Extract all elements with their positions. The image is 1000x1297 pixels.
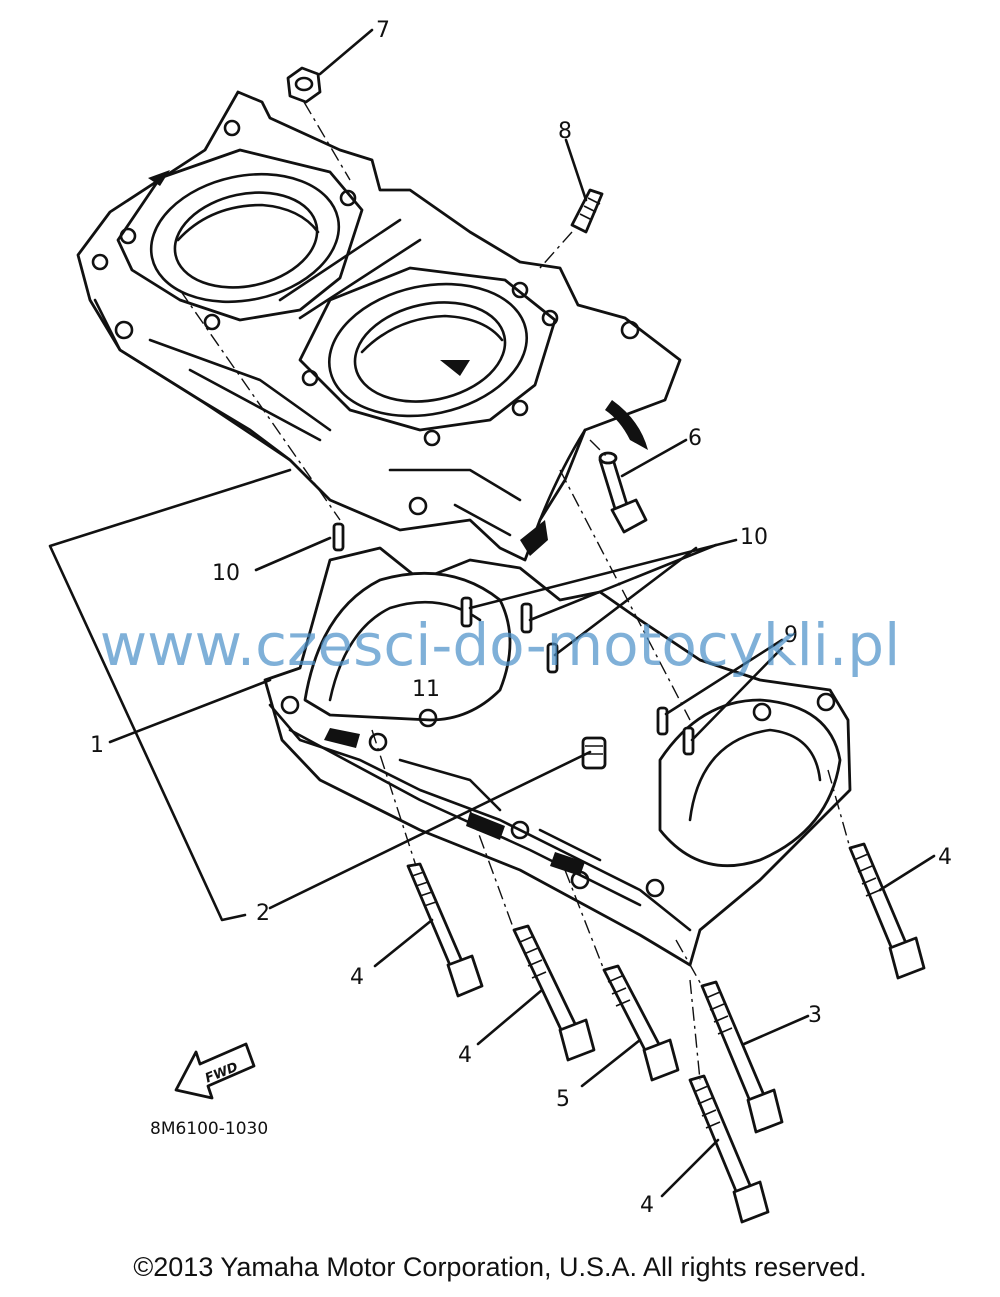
callout-4-bottom: 4 <box>640 1193 654 1218</box>
bolt-part-4-right <box>848 842 926 980</box>
drain-plug <box>581 736 607 770</box>
callout-4-left: 4 <box>350 965 364 990</box>
callout-10-right: 10 <box>740 525 768 550</box>
callout-6: 6 <box>688 426 702 451</box>
bolt-part-4-middle <box>512 924 596 1062</box>
lower-crankcase <box>263 522 852 967</box>
callout-4-middle: 4 <box>458 1043 472 1068</box>
callout-9: 9 <box>784 623 798 648</box>
callout-4-right: 4 <box>938 845 952 870</box>
upper-crankcase <box>76 90 682 562</box>
bolt-part-4-left <box>406 862 484 998</box>
watermark-text: www.czesci-do-motocykli.pl <box>100 611 901 679</box>
callout-7: 7 <box>376 18 390 43</box>
callout-11: 11 <box>412 677 440 702</box>
callout-8: 8 <box>558 119 572 144</box>
bolt-part-6 <box>598 451 648 534</box>
nut-part-7 <box>286 66 322 104</box>
bolt-part-4-bottom <box>688 1074 770 1224</box>
dowel-pins <box>332 522 695 756</box>
cylinder-bolt-holes <box>91 119 640 516</box>
leader-lines <box>108 28 936 1198</box>
alignment-lines <box>179 101 851 1081</box>
callout-1: 1 <box>90 733 104 758</box>
callout-5: 5 <box>556 1087 570 1112</box>
bolt-part-3 <box>700 980 784 1134</box>
diagram-code: 8M6100-1030 <box>150 1119 268 1139</box>
fitting-part-8 <box>570 188 604 234</box>
callout-10-left: 10 <box>212 561 240 586</box>
forward-arrow-icon: FWD <box>174 1042 256 1100</box>
assembly-bracket <box>48 468 292 922</box>
callout-2: 2 <box>256 901 270 926</box>
callout-3: 3 <box>808 1003 822 1028</box>
copyright-notice: ©2013 Yamaha Motor Corporation, U.S.A. A… <box>133 1252 867 1282</box>
bolt-part-5 <box>602 964 680 1082</box>
